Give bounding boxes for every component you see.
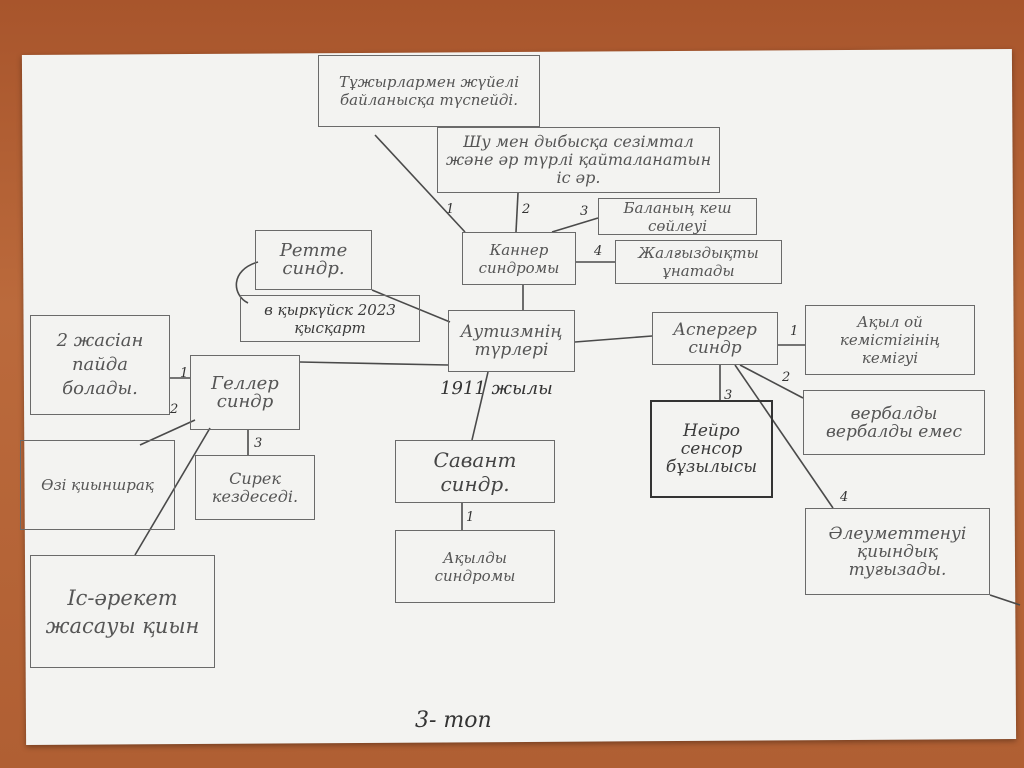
node-kanner: Каннер синдромы <box>462 232 576 285</box>
node-geller-4: Іс-әрекет жасауы қиын <box>30 555 215 668</box>
edge-label-kanner-2: 2 <box>522 202 531 217</box>
edge-label-asperger-1: 1 <box>790 324 799 339</box>
edge-kanner-1 <box>374 134 466 233</box>
edge-label-asperger-2: 2 <box>782 370 791 385</box>
node-geller-1: 2 жасіан пайда болады. <box>30 315 170 415</box>
edge-label-kanner-4: 4 <box>594 244 603 259</box>
node-asperger-1: Ақыл ой кемістігінің кемігуі <box>805 305 975 375</box>
node-savant-1: Ақылды синдромы <box>395 530 555 603</box>
node-asperger-3: Нейро сенсор бұзылысы <box>650 400 773 498</box>
node-asperger-4: Әлеуметтенуі қиындық туғызады. <box>805 508 990 595</box>
node-asperger-2: вербалды вербалды емес <box>803 390 985 455</box>
edge-label-kanner-1: 1 <box>446 202 455 217</box>
node-rett-note: в қыркүйск 2023 қысқарт <box>240 295 420 342</box>
edge-label-asperger-3: 3 <box>724 388 733 403</box>
edge-geller-4 <box>134 427 211 556</box>
node-asperger: Аспергер синдр <box>652 312 778 365</box>
node-geller: Геллер синдр <box>190 355 300 430</box>
node-kanner-3: Баланың кеш сөйлеуі <box>598 198 757 235</box>
node-geller-3: Сирек кездеседі. <box>195 455 315 520</box>
node-rett: Ретте синдр. <box>255 230 372 290</box>
node-geller-2: Өзі қиыншрақ <box>20 440 175 530</box>
node-savant: Савант синдр. <box>395 440 555 503</box>
edge-kanner-2 <box>515 192 519 233</box>
node-autism-types: Аутизмнің түрлері <box>448 310 575 372</box>
edge-label-savant-1: 1 <box>466 510 475 525</box>
node-kanner-4: Жалғыздықты ұнатады <box>615 240 782 284</box>
edge-autism-savant <box>471 371 489 441</box>
edge-label-geller-1: 1 <box>180 366 189 381</box>
edge-autism-geller <box>299 361 449 366</box>
edge-asperger-2 <box>739 364 804 399</box>
edge-aleum-tail <box>989 594 1021 606</box>
edge-label-kanner-3: 3 <box>580 204 589 219</box>
rett-arrow <box>235 261 259 304</box>
edge-autism-asperger <box>574 335 653 343</box>
year-note: 1911 жылы <box>440 378 553 399</box>
node-kanner-2: Шу мен дыбысқа сезімтал және әр түрлі қа… <box>437 127 720 193</box>
group-label: 3- топ <box>415 708 492 733</box>
edge-kanner-3 <box>551 217 599 233</box>
edge-asperger-4 <box>734 364 834 509</box>
edge-label-geller-2: 2 <box>170 402 179 417</box>
edge-label-asperger-4: 4 <box>840 490 849 505</box>
edge-label-geller-3: 3 <box>254 436 263 451</box>
node-kanner-1: Тұжырлармен жүйелі байланысқа түспейді. <box>318 55 540 127</box>
